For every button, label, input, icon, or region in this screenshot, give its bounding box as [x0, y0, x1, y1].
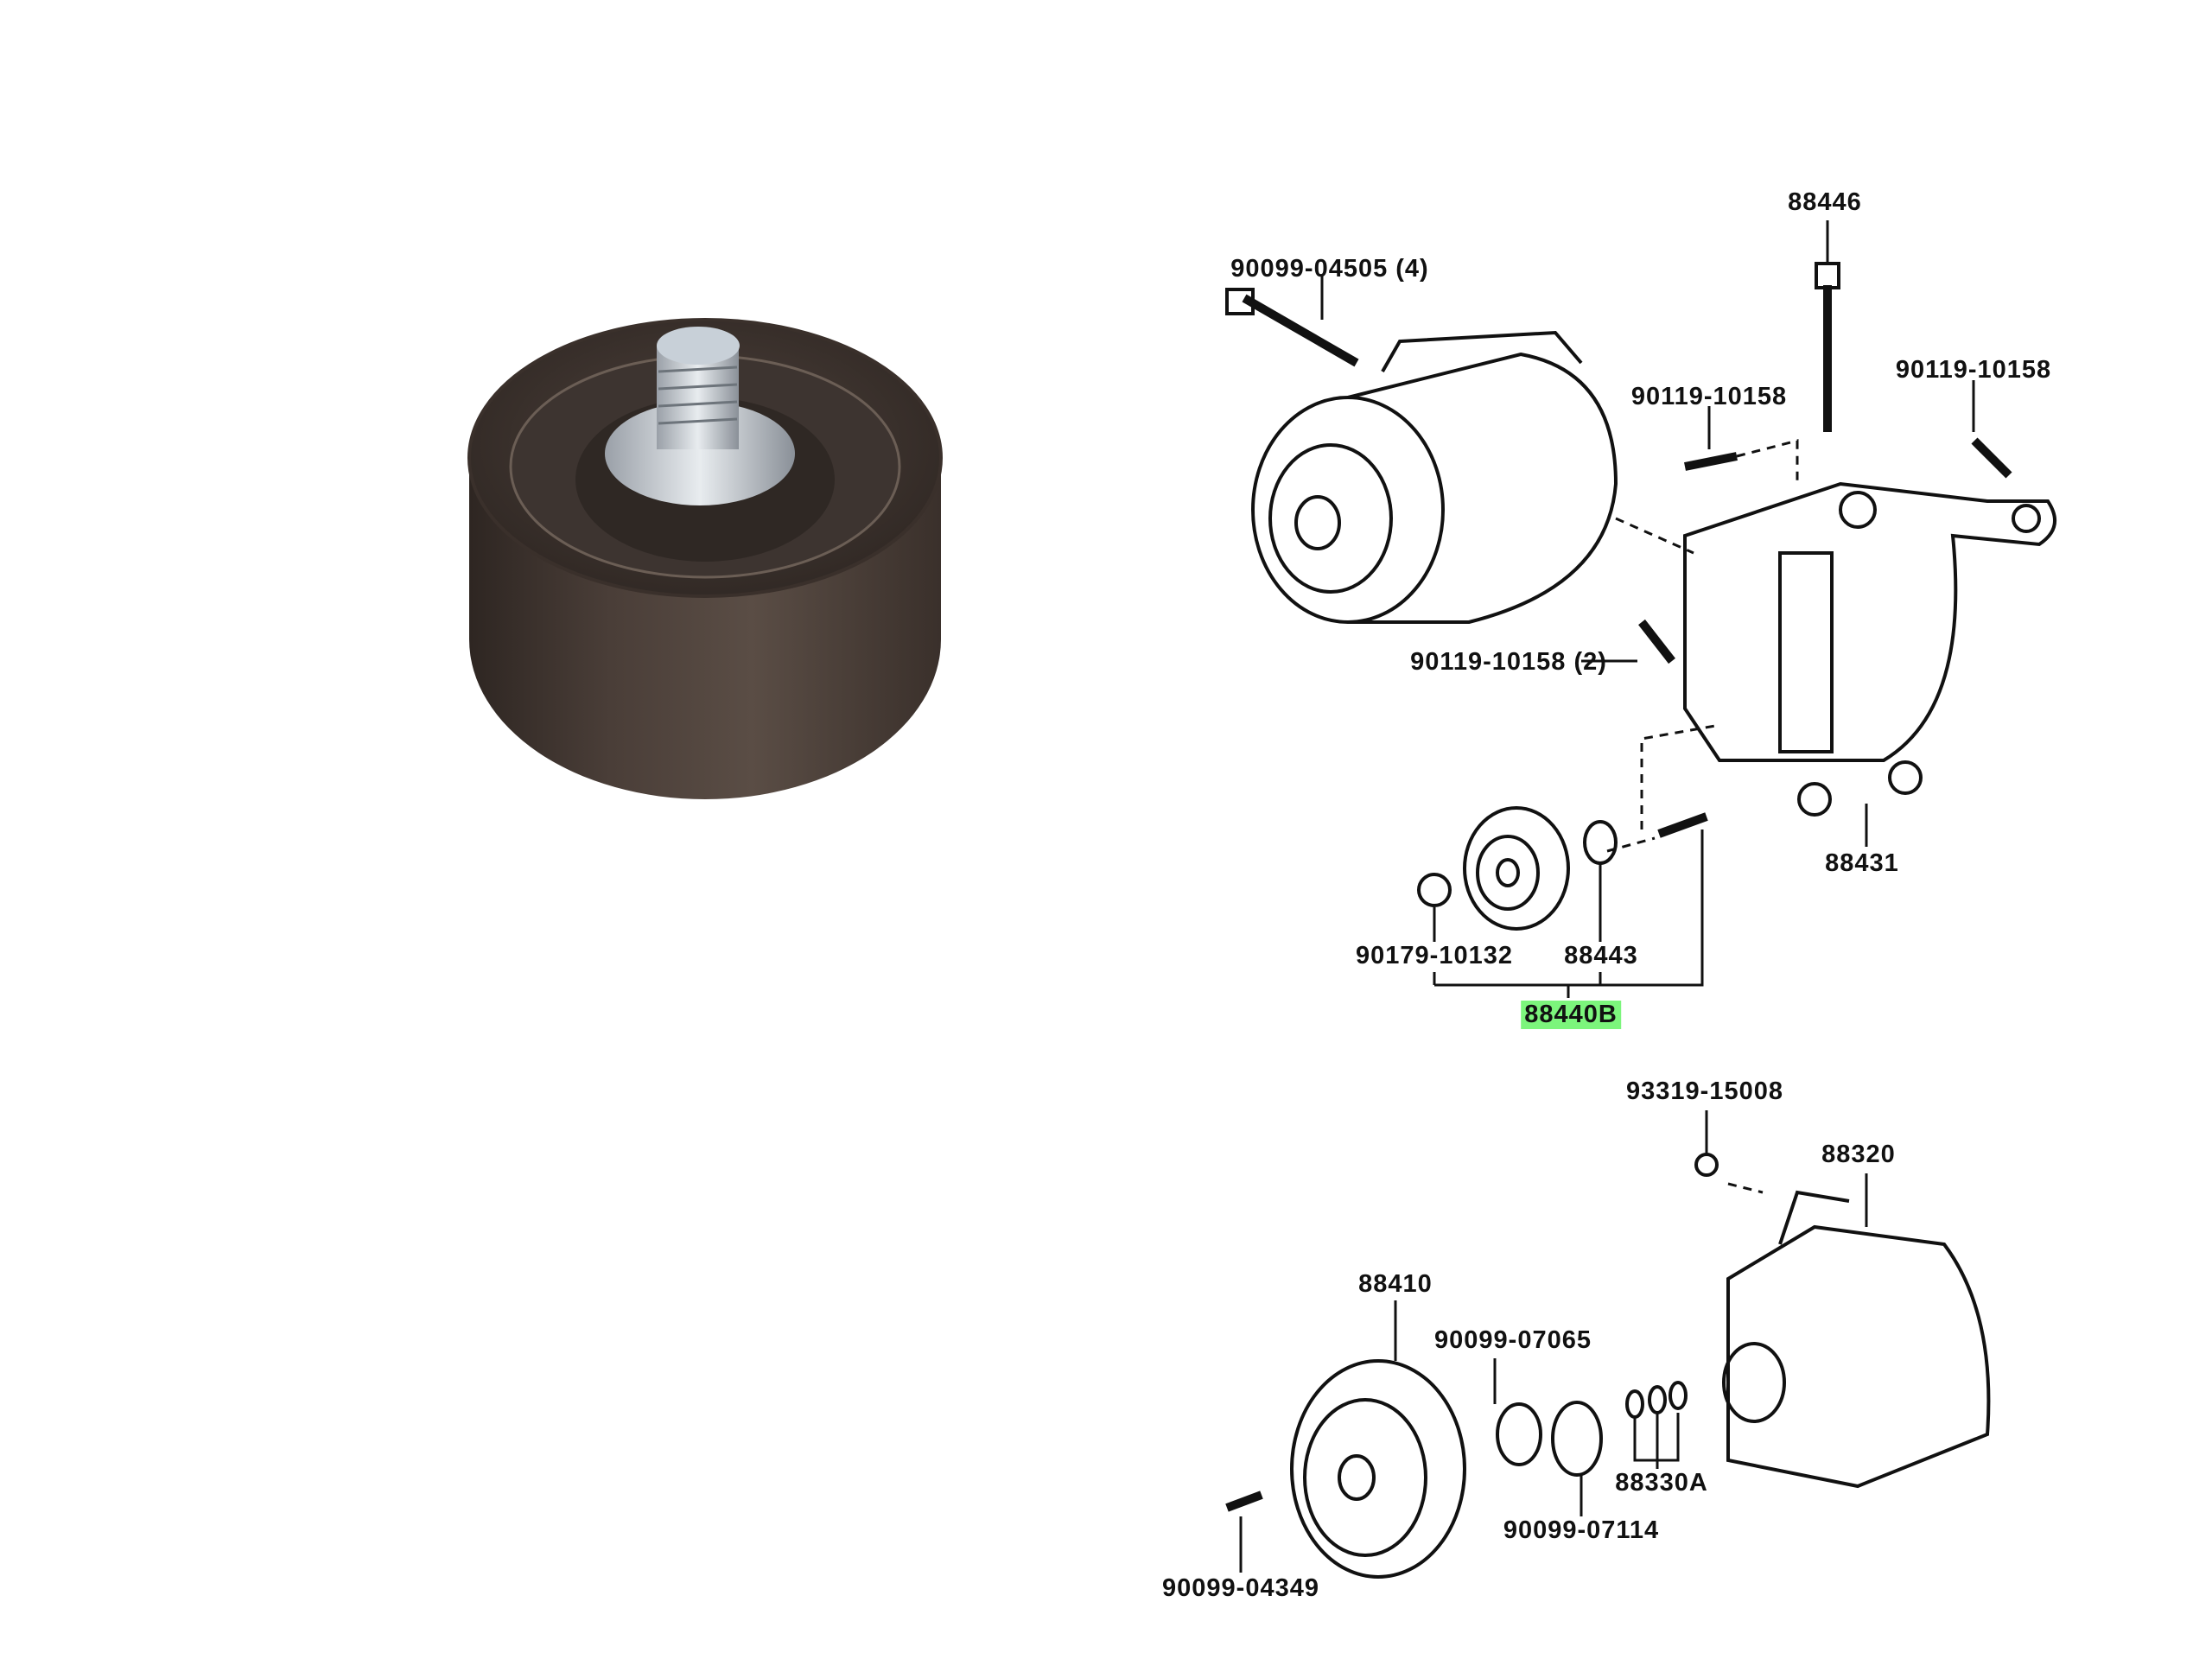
part-label-90099-07065[interactable]: 90099-07065 — [1434, 1326, 1592, 1354]
part-label-88440B-highlighted[interactable]: 88440B — [1521, 1001, 1621, 1029]
part-label-88330A[interactable]: 88330A — [1615, 1469, 1708, 1497]
part-label-90119-10158-2[interactable]: 90119-10158 (2) — [1410, 648, 1607, 676]
part-label-90119-10158[interactable]: 90119-10158 — [1630, 383, 1788, 410]
compressor-upper — [1251, 330, 1618, 624]
bracket-88431 — [1683, 481, 2056, 817]
part-label-88431[interactable]: 88431 — [1825, 849, 1899, 877]
part-label-90099-04505[interactable]: 90099-04505 (4) — [1230, 255, 1429, 283]
compressor-lower — [1722, 1190, 1991, 1489]
pulley-photo — [467, 318, 943, 799]
part-label-88443[interactable]: 88443 — [1564, 942, 1638, 969]
part-label-90099-07114[interactable]: 90099-07114 — [1503, 1516, 1660, 1544]
part-label-90119-10158-right[interactable]: 90119-10158 — [1895, 356, 2052, 384]
part-label-90179-10132[interactable]: 90179-10132 — [1356, 942, 1513, 969]
part-label-88446[interactable]: 88446 — [1788, 188, 1862, 216]
part-label-93319-15008[interactable]: 93319-15008 — [1626, 1077, 1783, 1105]
part-label-88320[interactable]: 88320 — [1821, 1141, 1896, 1168]
part-label-90099-04349[interactable]: 90099-04349 — [1162, 1574, 1319, 1602]
part-label-88410[interactable]: 88410 — [1358, 1270, 1433, 1298]
